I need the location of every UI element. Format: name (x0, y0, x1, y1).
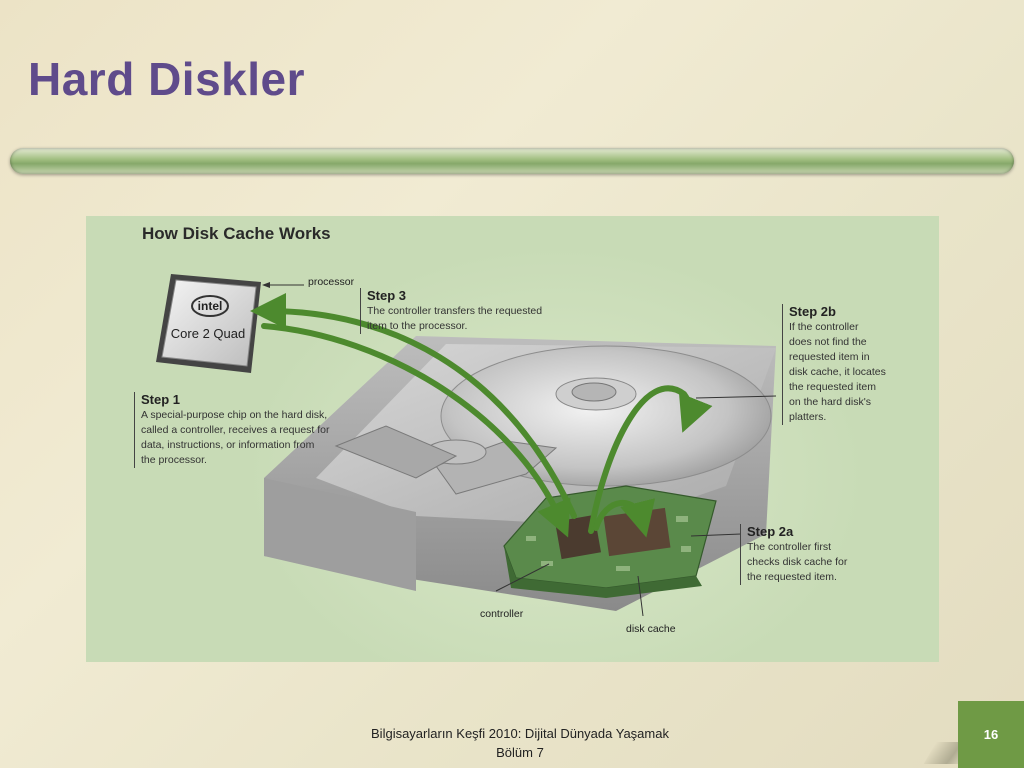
step2a-heading: Step 2a (747, 524, 794, 539)
callout-lines (266, 284, 777, 617)
chip-model-text: Core 2 Quad (171, 326, 245, 341)
arrow-processor-to-controller (261, 323, 571, 538)
data-flow-arrows (250, 293, 713, 538)
step1-heading: Step 1 (141, 392, 181, 407)
step2b-callout: Step 2b If the controller does not find … (782, 304, 886, 425)
step3-text: The controller transfers the requested i… (367, 305, 543, 332)
step2a-text: The controller first checks disk cache f… (747, 541, 848, 583)
footer-course-title: Bilgisayarların Keşfi 2010: Dijital Düny… (371, 726, 669, 741)
controller-label: controller (480, 608, 524, 620)
processor-pointer-arrowhead (262, 282, 270, 288)
arrow-controller-to-cache (593, 498, 656, 538)
step1-callout: Step 1 A special-purpose chip on the har… (134, 392, 330, 468)
arrow-controller-to-platters (588, 385, 713, 534)
step2a-callout: Step 2a The controller first checks disk… (740, 524, 847, 585)
page-number-box: 16 (958, 701, 1024, 768)
title-divider-bar (10, 148, 1014, 174)
slide-title: Hard Diskler (28, 53, 306, 105)
step2b-heading: Step 2b (789, 304, 836, 319)
step1-text: A special-purpose chip on the hard disk,… (141, 409, 330, 466)
footer-chapter: Bölüm 7 (496, 745, 544, 760)
processor-label: processor (308, 276, 355, 288)
disk-cache-label: disk cache (626, 623, 676, 635)
step3-callout: Step 3 The controller transfers the requ… (360, 288, 542, 334)
disk-cache-illustration: intel Core 2 Quad (156, 246, 866, 662)
step3-heading: Step 3 (367, 288, 407, 303)
chip-brand-text: intel (198, 299, 223, 313)
step2b-text: If the controller does not find the requ… (789, 321, 886, 423)
disk-cache-figure: intel Core 2 Quad How Disk Cache Works (86, 216, 939, 662)
slide-footer: Bilgisayarların Keşfi 2010: Dijital Düny… (330, 724, 710, 762)
processor-chip-drawing: intel Core 2 Quad (156, 274, 261, 373)
arrow-controller-to-processor (250, 293, 577, 519)
page-number: 16 (983, 727, 999, 742)
figure-title: How Disk Cache Works (142, 224, 331, 243)
